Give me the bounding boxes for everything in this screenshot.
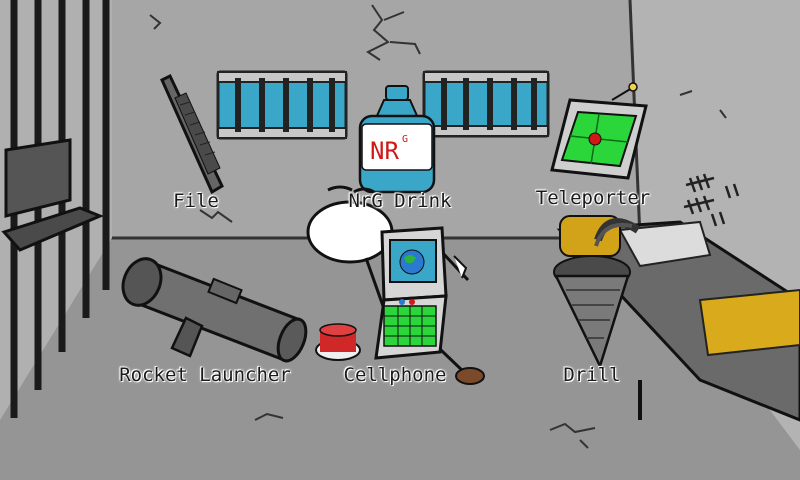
nrg-bottle-label-text: NR [370, 137, 399, 165]
file-label[interactable]: File [173, 190, 219, 212]
window-left [216, 70, 348, 140]
teleporter-device[interactable] [550, 82, 648, 180]
drill-label[interactable]: Drill [563, 364, 621, 386]
nrg-drink-label[interactable]: NrG Drink [348, 190, 452, 212]
file-item[interactable] [160, 73, 224, 195]
cellphone-label[interactable]: Cellphone [343, 364, 447, 386]
teleporter-label[interactable]: Teleporter [535, 187, 651, 209]
rocket-launcher-label[interactable]: Rocket Launcher [119, 364, 291, 386]
rocket-launcher[interactable] [116, 253, 311, 365]
cake [315, 323, 361, 361]
tally-marks [683, 173, 740, 227]
window-right [422, 70, 550, 138]
cellphone[interactable] [374, 226, 448, 360]
nrg-bottle-label-superscript: G [402, 134, 408, 145]
stick-figure-character [306, 185, 485, 385]
drill[interactable] [553, 215, 641, 370]
bench [1, 138, 104, 252]
nrg-drink-bottle[interactable]: NR G [358, 85, 436, 194]
